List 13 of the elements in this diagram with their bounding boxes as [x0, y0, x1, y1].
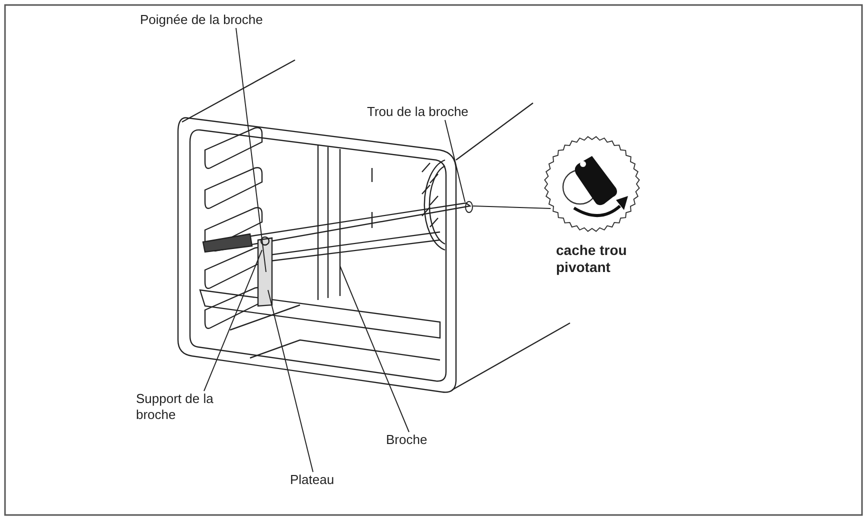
- leader-line: [268, 290, 314, 472]
- part-label: Trou de la broche: [367, 104, 468, 120]
- leader-line: [236, 28, 266, 272]
- hole-marker: [465, 201, 473, 213]
- leader-line: [340, 266, 410, 432]
- leader-line: [472, 206, 552, 209]
- part-label: Plateau: [290, 472, 334, 488]
- part-label: Poignée de la broche: [140, 12, 263, 28]
- part-label: cache trou pivotant: [556, 242, 628, 276]
- part-label: Support de la broche: [136, 391, 251, 423]
- leader-line: [444, 120, 466, 202]
- leader-line: [204, 250, 262, 392]
- part-label: Broche: [386, 432, 428, 448]
